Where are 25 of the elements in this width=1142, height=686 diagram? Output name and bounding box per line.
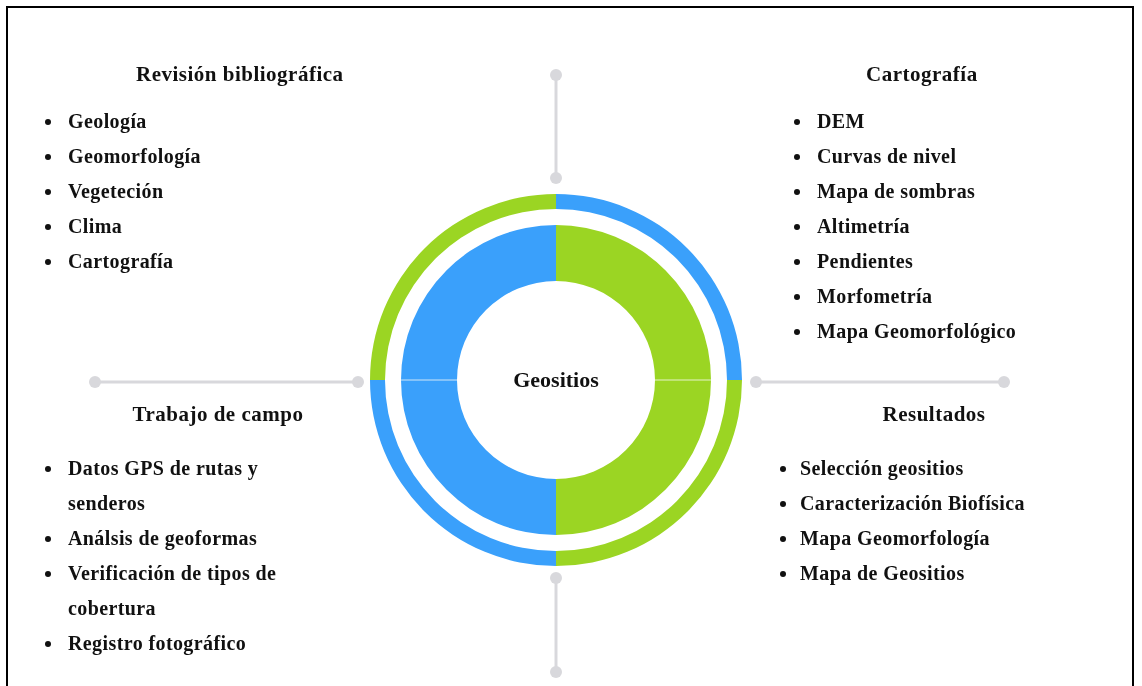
list-item: Caracterización Biofísica	[800, 491, 1026, 516]
list-item: Mapa de Geositios	[800, 561, 966, 587]
list-item: Pendientes	[817, 249, 915, 274]
section-heading: Revisión bibliográfica	[136, 62, 344, 87]
list-item: Registro fotográfico	[68, 631, 248, 657]
section-heading: Trabajo de campo	[132, 402, 304, 427]
list-item: Verificación de tipos de cobertura	[68, 561, 278, 621]
center-title: Geositios	[513, 367, 599, 393]
list-item: Geomorfología	[68, 144, 202, 170]
list-item: Morfometría	[817, 284, 934, 309]
list-item: Clima	[68, 214, 124, 239]
list-item: Selección geositios	[800, 456, 965, 482]
list-item: Curvas de nivel	[817, 144, 958, 169]
list-item: Mapa de sombras	[817, 179, 977, 205]
list-item: Mapa Geomorfología	[800, 526, 991, 552]
list-item: Cartografía	[68, 249, 175, 275]
list-item: Datos GPS de rutas y senderos	[68, 456, 260, 516]
list-item: Análsis de geoformas	[68, 526, 259, 552]
list-item: Altimetría	[817, 214, 911, 239]
list-item: DEM	[817, 109, 866, 134]
section-heading: Cartografía	[866, 62, 978, 87]
list-item: Mapa Geomorfológico	[817, 319, 1018, 345]
section-heading: Resultados	[882, 402, 986, 427]
list-item: Geología	[68, 109, 148, 135]
list-item: Vegeteción	[68, 179, 165, 205]
